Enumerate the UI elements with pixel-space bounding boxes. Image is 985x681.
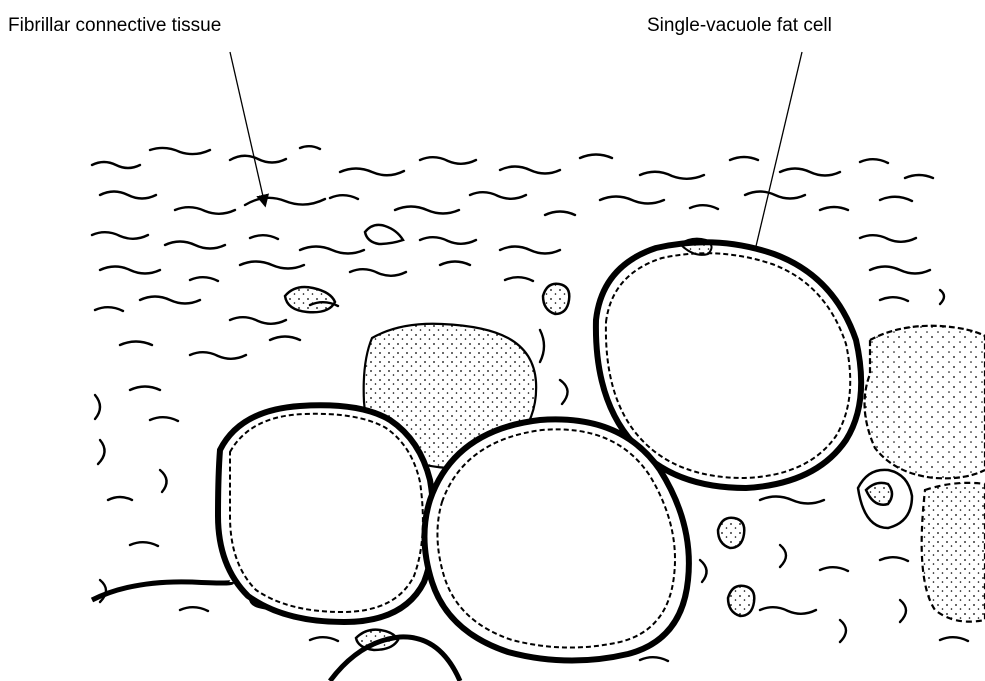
fat-cell-lower-center bbox=[424, 419, 688, 660]
granular-cell-right-bottom bbox=[922, 483, 985, 622]
arrow-connective-tissue bbox=[230, 52, 265, 205]
fat-cell-lower-left bbox=[218, 405, 434, 622]
granular-cell-right-top bbox=[865, 326, 985, 479]
